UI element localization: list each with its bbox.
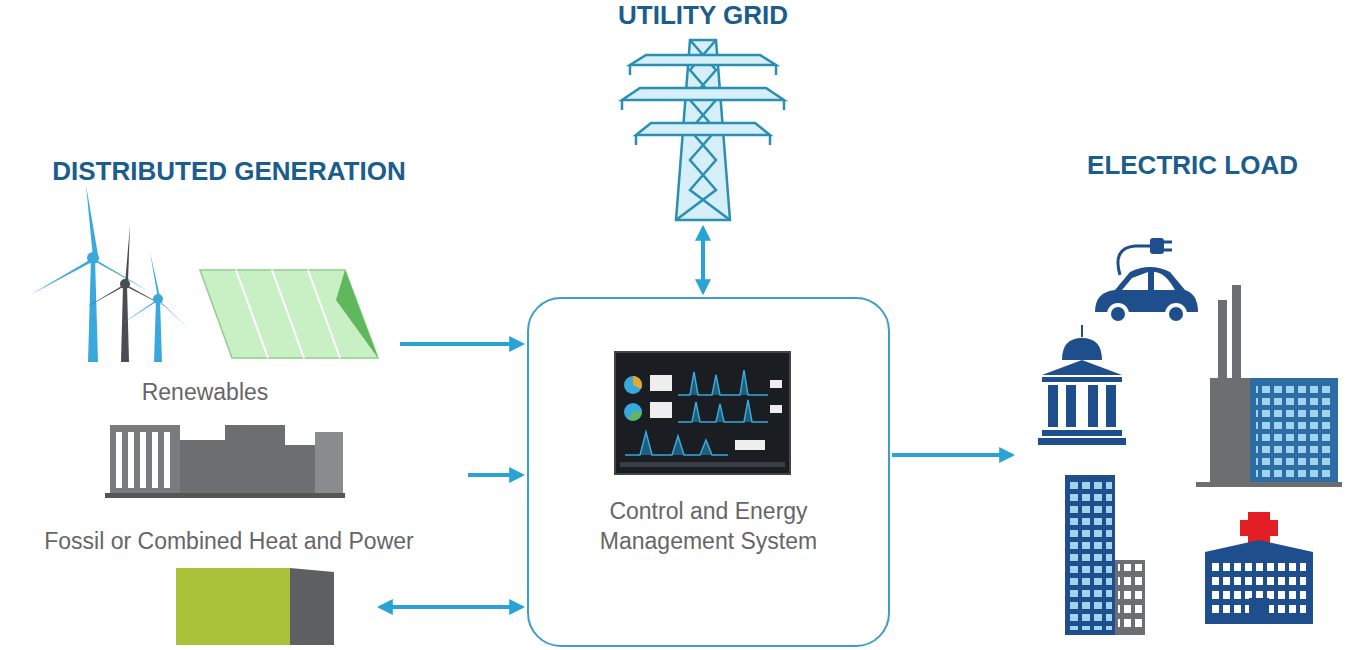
transmission-tower xyxy=(622,40,784,220)
section-heading: UTILITY GRID xyxy=(598,0,808,31)
wind-turbines xyxy=(30,185,190,362)
load-group: ELECTRIC LOAD xyxy=(1030,150,1355,640)
renewables-icon: Renewables xyxy=(20,180,390,410)
generation-group: DISTRIBUTED GENERATION RenewablesFossil o… xyxy=(0,150,458,648)
storage-unit xyxy=(176,568,334,645)
section-heading: ELECTRIC LOAD xyxy=(1030,150,1355,181)
solar-panel xyxy=(200,270,378,358)
flow-arrow xyxy=(892,453,1012,457)
flow-arrow xyxy=(400,342,522,346)
icon-caption: Fossil or Combined Heat and Power xyxy=(0,527,458,557)
utility-grid: UTILITY GRID xyxy=(598,0,808,224)
storage-icon xyxy=(168,560,342,648)
flow-arrow xyxy=(380,605,522,609)
generator xyxy=(105,425,345,498)
control-box: Control and Energy Management System xyxy=(527,297,890,647)
flow-arrow xyxy=(468,473,522,477)
box-label: Control and Energy Management System xyxy=(579,497,838,557)
dashboard-screen xyxy=(615,352,790,474)
section-heading: DISTRIBUTED GENERATION xyxy=(0,156,458,187)
flow-arrow xyxy=(701,228,705,292)
fossil-chp-icon: Fossil or Combined Heat and Power xyxy=(0,415,458,559)
icon-caption: Renewables xyxy=(20,378,390,408)
load-icons xyxy=(1038,238,1342,635)
